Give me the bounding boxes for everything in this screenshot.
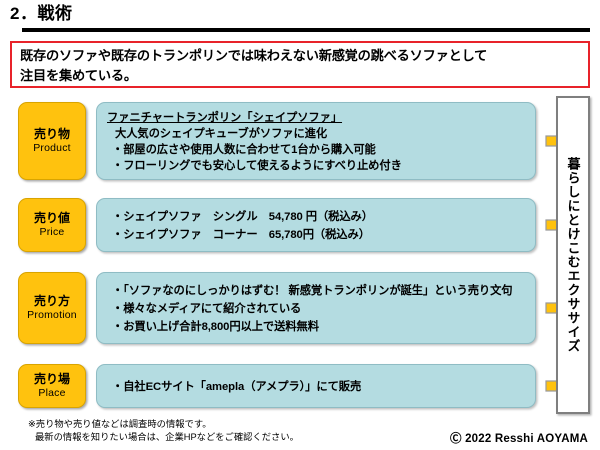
label-jp-price: 売り値 bbox=[33, 210, 70, 225]
footer-note: ※売り物や売り値などは調査時の情報です。 最新の情報を知りたい場合は、企業HPな… bbox=[28, 418, 448, 444]
headline-line-2: 注目を集めている。 bbox=[20, 68, 137, 83]
label-jp-product: 売り物 bbox=[33, 126, 70, 141]
label-chip-place: 売り場 Place bbox=[18, 364, 86, 408]
headline-line-1: 既存のソファや既存のトランポリンでは味わえない新感覚の跳べるソファとして bbox=[20, 48, 488, 63]
footer-note-line-1: ※売り物や売り値などは調査時の情報です。 bbox=[28, 419, 212, 429]
promotion-bullet-1: ・「ソファなのにしっかりはずむ！ 新感覚トランポリンが誕生」という売り文句 bbox=[112, 284, 513, 297]
price-bullet-2: ・シェイプソファ コーナー 65,780円（税込み） bbox=[112, 228, 370, 241]
place-bullet-1: ・自社ECサイト「amepla（アメプラ）」にて販売 bbox=[112, 380, 362, 393]
promotion-bullet-3: ・お買い上げ合計8,800円以上で送料無料 bbox=[112, 320, 319, 333]
title-area: 2．戦術 bbox=[10, 2, 590, 36]
product-heading: ファニチャートランポリン「シェイプソファ」 bbox=[107, 111, 343, 124]
label-en-place: Place bbox=[38, 387, 66, 400]
label-jp-promotion: 売り方 bbox=[33, 293, 70, 308]
footer-note-line-2: 最新の情報を知りたい場合は、企業HPなどをご確認ください。 bbox=[35, 432, 299, 442]
headline-box: 既存のソファや既存のトランポリンでは味わえない新感覚の跳べるソファとして 注目を… bbox=[10, 41, 590, 88]
label-chip-promotion: 売り方 Promotion bbox=[18, 272, 86, 344]
label-en-product: Product bbox=[33, 142, 71, 155]
label-chip-price: 売り値 Price bbox=[18, 198, 86, 252]
title-underline-rule bbox=[22, 28, 590, 32]
label-en-price: Price bbox=[39, 226, 65, 239]
row-place: 売り場 Place ・自社ECサイト「amepla（アメプラ）」にて販売 bbox=[18, 364, 582, 408]
content-panel-price: ・シェイプソファ シングル 54,780 円（税込み） ・シェイプソファ コーナ… bbox=[96, 198, 536, 252]
tagline-text: 暮らしにとけこむエクササイズ bbox=[565, 157, 581, 353]
row-price: 売り値 Price ・シェイプソファ シングル 54,780 円（税込み） ・シ… bbox=[18, 198, 582, 252]
price-bullet-1: ・シェイプソファ シングル 54,780 円（税込み） bbox=[112, 210, 373, 223]
row-promotion: 売り方 Promotion ・「ソファなのにしっかりはずむ！ 新感覚トランポリン… bbox=[18, 272, 582, 344]
product-bullet-1: ・部屋の広さや使用人数に合わせて1台から購入可能 bbox=[112, 143, 376, 156]
product-bullet-2: ・フローリングでも安心して使えるようにすべり止め付き bbox=[112, 159, 402, 172]
tagline-bar: 暮らしにとけこむエクササイズ bbox=[556, 96, 590, 414]
content-panel-promotion: ・「ソファなのにしっかりはずむ！ 新感覚トランポリンが誕生」という売り文句 ・様… bbox=[96, 272, 536, 344]
copyright-text: Ⓒ 2022 Resshi AOYAMA bbox=[449, 433, 588, 445]
page-title: 2．戦術 bbox=[10, 4, 73, 23]
product-subheading: 大人気のシェイプキューブがソファに進化 bbox=[115, 127, 328, 140]
label-jp-place: 売り場 bbox=[33, 371, 70, 386]
label-chip-product: 売り物 Product bbox=[18, 102, 86, 180]
promotion-bullet-2: ・様々なメディアにて紹介されている bbox=[112, 302, 302, 315]
marketing-mix-rows: 売り物 Product ファニチャートランポリン「シェイプソファ」 大人気のシェ… bbox=[0, 96, 600, 414]
content-panel-place: ・自社ECサイト「amepla（アメプラ）」にて販売 bbox=[96, 364, 536, 408]
row-product: 売り物 Product ファニチャートランポリン「シェイプソファ」 大人気のシェ… bbox=[18, 102, 582, 180]
label-en-promotion: Promotion bbox=[27, 309, 77, 322]
content-panel-product: ファニチャートランポリン「シェイプソファ」 大人気のシェイプキューブがソファに進… bbox=[96, 102, 536, 180]
